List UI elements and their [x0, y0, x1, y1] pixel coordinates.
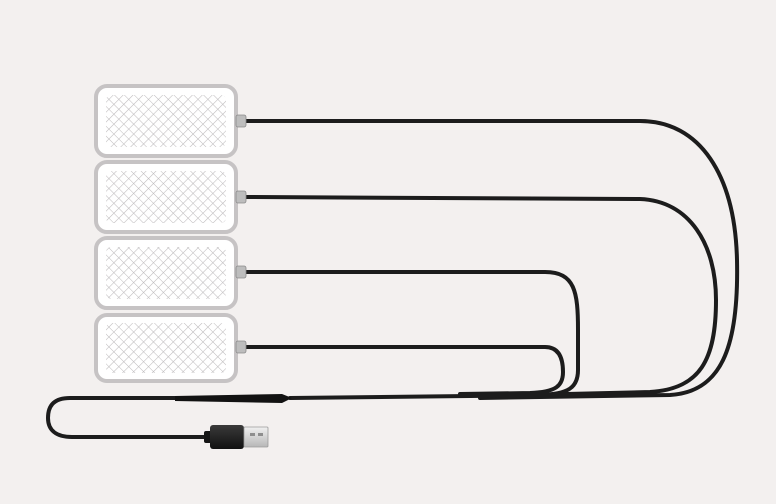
- light-pad-1: [94, 84, 247, 158]
- cable-pad-4: [242, 345, 566, 396]
- cable-pad-3: [242, 270, 580, 398]
- cable-trunk: [288, 394, 472, 400]
- cable-group: [45, 119, 740, 439]
- cable-splitter: [175, 394, 292, 403]
- light-pad-2: [94, 160, 247, 234]
- usb-plug-icon: [204, 425, 269, 449]
- light-pad-4: [94, 313, 247, 383]
- cable-pad-1: [242, 119, 740, 400]
- cable-usb-lead: [45, 396, 214, 439]
- cable-pad-2: [242, 195, 719, 398]
- light-pad-3: [94, 236, 247, 310]
